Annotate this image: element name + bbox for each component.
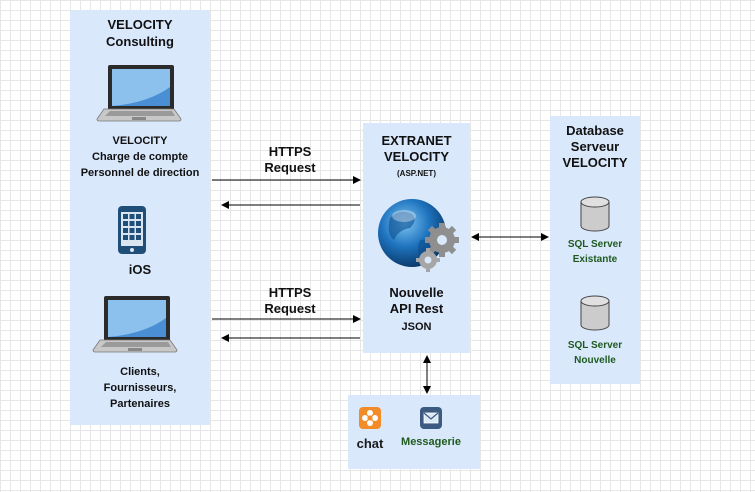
extranet-title-line1: EXTRANET [381, 133, 452, 148]
laptop1-label-line2: Charge de compte [92, 151, 188, 163]
messaging-label: Messagerie [401, 436, 461, 448]
https-request-top-line1: HTTPS [268, 144, 312, 159]
laptop2-label-line2: Fournisseurs, [103, 382, 177, 394]
extranet-title-line2: VELOCITY [383, 149, 449, 164]
extranet-subtitle: (ASP.NET) [397, 169, 436, 178]
db1-label-line2: Existante [572, 254, 618, 265]
database-icon [580, 196, 610, 232]
consulting-title-line2: Consulting [106, 34, 174, 49]
api-label-line2: API Rest [389, 301, 444, 316]
consulting-title-line1: VELOCITY [107, 17, 173, 32]
https-request-bottom-line1: HTTPS [268, 285, 312, 300]
api-label-line3: JSON [401, 321, 432, 333]
smartphone-icon [118, 206, 146, 254]
database-server-panel [550, 116, 640, 384]
globe-gears-icon [378, 199, 459, 272]
https-request-bottom-line2: Request [264, 301, 316, 316]
database-title-line2: Serveur [570, 139, 620, 154]
ios-label: iOS [128, 262, 152, 277]
laptop1-label-line3: Personnel de direction [80, 167, 200, 179]
https-request-top-line2: Request [264, 160, 316, 175]
laptop-icon [96, 65, 182, 122]
db1-label-line1: SQL Server [567, 239, 623, 250]
laptop-icon [92, 296, 178, 353]
chat-icon [359, 407, 381, 429]
laptop2-label-line1: Clients, [120, 366, 160, 378]
database-title-line1: Database [566, 123, 624, 138]
chat-label: chat [356, 436, 384, 451]
database-title-line3: VELOCITY [562, 155, 628, 170]
laptop2-label-line3: Partenaires [110, 398, 170, 410]
laptop1-label-line1: VELOCITY [112, 135, 168, 147]
mail-icon [420, 407, 442, 429]
db2-label-line2: Nouvelle [574, 355, 616, 366]
database-icon [580, 295, 610, 331]
db2-label-line1: SQL Server [567, 340, 623, 351]
api-label-line1: Nouvelle [389, 285, 444, 300]
